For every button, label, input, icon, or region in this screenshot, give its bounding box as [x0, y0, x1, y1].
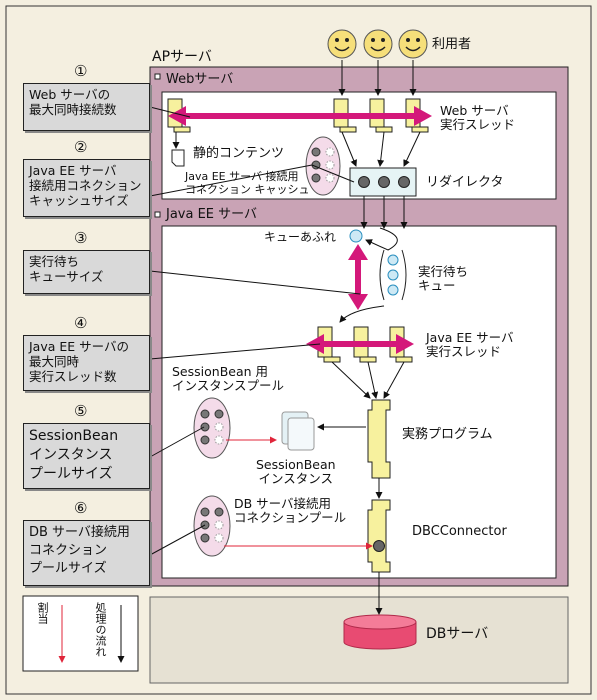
user-smiley-icon-3	[398, 29, 428, 59]
db-connection-pool	[193, 495, 231, 557]
db-cylinder-icon	[343, 614, 417, 650]
queue-overflow-circle	[349, 229, 363, 243]
queue-circles	[387, 254, 399, 296]
callout-number-2: ②	[74, 138, 88, 156]
connector-label: DBCConnector	[412, 524, 507, 539]
callout-6: DB サーバ接続用コネクションプールサイズ	[23, 520, 150, 586]
callout-number-3: ③	[74, 229, 88, 247]
outer-frame	[5, 5, 592, 695]
callout-number-4: ④	[74, 314, 88, 332]
redirector-label: リダイレクタ	[426, 175, 504, 190]
ap-server-label: APサーバ	[152, 49, 212, 65]
session-pool-label: SessionBean 用インスタンスプール	[172, 364, 285, 393]
callout-2: Java EE サーバ接続用コネクションキャッシュサイズ	[23, 159, 150, 217]
users-label: 利用者	[432, 37, 472, 52]
db-pool-label: DB サーバ接続用コネクションプール	[234, 496, 347, 525]
redirector-dots	[358, 176, 410, 188]
callout-number-1: ①	[74, 62, 88, 80]
legend-flow-label: 処理の流れ	[94, 602, 107, 657]
web-threads-label: Web サーバ実行スレッド	[440, 103, 516, 132]
javaee-server-label: Java EE サーバ	[166, 207, 258, 222]
connection-cache-pool	[305, 136, 341, 196]
business-program-shape	[367, 399, 391, 479]
web-max-connections-arrow	[168, 106, 432, 126]
web-server-label: Webサーバ	[166, 72, 234, 87]
javaee-threads-label: Java EE サーバ実行スレッド	[426, 330, 514, 359]
business-program-label: 実務プログラム	[402, 427, 493, 442]
callout1-line	[149, 106, 191, 118]
queue-label: 実行待ちキュー	[418, 264, 469, 293]
queue-size-arrow	[348, 244, 368, 310]
callout3-line	[149, 270, 361, 295]
static-content-doc-icon	[171, 149, 185, 167]
dbc-connector-shape	[367, 499, 391, 573]
callout-3: 実行待ちキューサイズ	[23, 250, 150, 294]
user-smiley-icon-1	[327, 29, 357, 59]
callout4-line	[149, 343, 321, 360]
callout5-line	[149, 426, 205, 458]
callout-1: Web サーバの最大同時接続数	[23, 83, 150, 131]
legend-allocation-label: 割当	[36, 602, 49, 624]
callout-number-5: ⑤	[74, 402, 88, 420]
callout-number-6: ⑥	[74, 499, 88, 517]
session-bean-pool	[193, 397, 231, 459]
callout2-line	[149, 164, 313, 197]
static-content-label: 静的コンテンツ	[193, 146, 285, 161]
user-smiley-icon-2	[363, 29, 393, 59]
queue-overflow-label: キューあふれ	[264, 230, 337, 244]
session-instance-cards	[281, 411, 315, 451]
db-server-label: DBサーバ	[426, 626, 489, 642]
callout6-line	[149, 524, 206, 556]
callout-4: Java EE サーバの最大同時実行スレッド数	[23, 335, 150, 391]
conn-cache-label: Java EE サーバ 接続用コネクション キャッシュ	[185, 170, 310, 196]
